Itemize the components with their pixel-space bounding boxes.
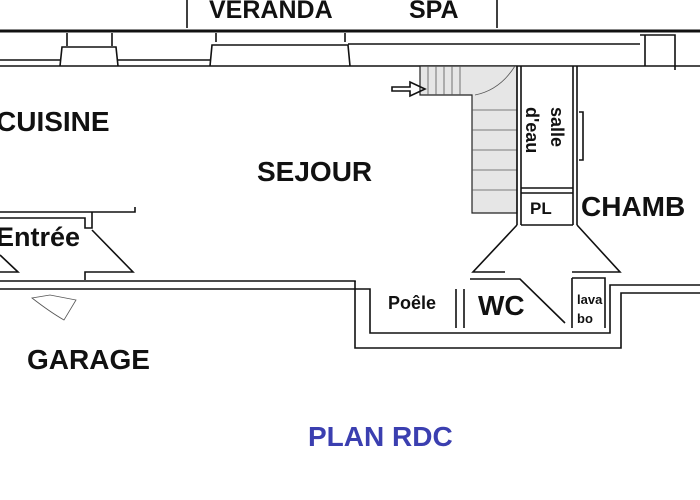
top-wall	[0, 29, 700, 70]
room-label-poele: Poêle	[388, 293, 436, 313]
room-label-cuisine: CUISINE	[0, 106, 110, 137]
room-label-salle: salle	[547, 107, 567, 147]
room-label-wc: WC	[478, 290, 525, 321]
room-label-deau: d'eau	[522, 107, 542, 153]
entree-walls	[0, 207, 136, 280]
room-label-lava: lava	[577, 292, 603, 307]
veranda-outline	[186, 0, 498, 28]
garage-door	[31, 294, 77, 321]
room-label-entree: Entrée	[0, 222, 80, 252]
arrow-icon	[391, 80, 427, 98]
room-label-veranda: VERANDA	[209, 0, 333, 24]
room-label-garage: GARAGE	[27, 344, 150, 375]
room-label-pl: PL	[530, 199, 552, 218]
room-label-bo: bo	[577, 311, 593, 326]
room-label-chambre: CHAMB	[581, 191, 685, 222]
salle-deau-walls	[471, 66, 622, 273]
plan-title: PLAN RDC	[308, 421, 453, 452]
room-label-spa: SPA	[409, 0, 459, 24]
lower-wall	[0, 277, 700, 349]
room-label-sejour: SEJOUR	[257, 156, 372, 187]
staircase	[391, 65, 518, 214]
